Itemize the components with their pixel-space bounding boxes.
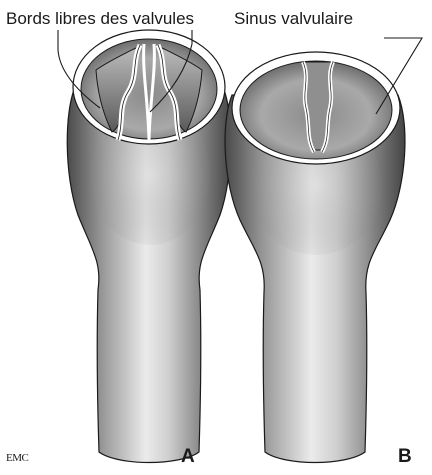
credit-logo: EMC <box>6 452 28 464</box>
vein-b <box>225 38 422 463</box>
panel-label-b: B <box>398 446 412 468</box>
label-free-edges: Bords libres des valvules <box>6 9 194 29</box>
panel-label-a: A <box>181 446 195 468</box>
vein-a <box>58 30 231 463</box>
label-sinus: Sinus valvulaire <box>234 9 353 29</box>
